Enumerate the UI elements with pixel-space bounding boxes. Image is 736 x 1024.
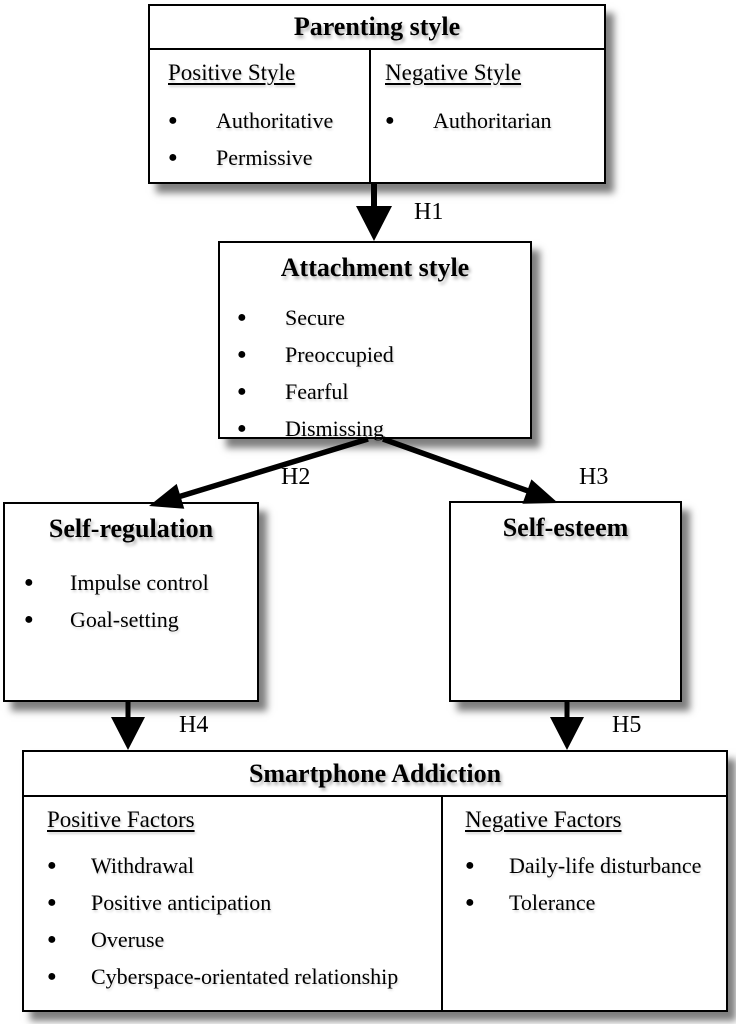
smartphone-columns: Positive Factors ● Withdrawal ● Positive…: [24, 797, 726, 1010]
arrow-h3: [382, 436, 558, 504]
list-item: ● Goal-setting: [24, 601, 257, 638]
bullet-icon: ●: [47, 894, 57, 911]
list-item: ● Permissive: [168, 139, 363, 176]
bullet-icon: ●: [465, 857, 475, 874]
arrow-h2: [149, 436, 369, 509]
bullet-icon: ●: [24, 574, 34, 591]
bullet-icon: ●: [47, 968, 57, 985]
positive-factors-list: ● Withdrawal ● Positive anticipation ● O…: [47, 847, 435, 995]
list-item: ● Authoritative: [168, 102, 363, 139]
bullet-icon: ●: [237, 309, 247, 326]
bullet-icon: ●: [47, 857, 57, 874]
parenting-style-box: Parenting style Positive Style ● Authori…: [148, 4, 606, 184]
negative-style-heading: Negative Style: [385, 60, 522, 85]
bullet-icon: ●: [237, 346, 247, 363]
list-item-label: Dismissing: [285, 416, 385, 441]
negative-factors-heading: Negative Factors: [465, 807, 622, 832]
list-item: ● Daily-life disturbance: [465, 847, 720, 884]
list-item-label: Daily-life disturbance: [509, 853, 702, 878]
list-item-label: Goal-setting: [70, 607, 179, 632]
smartphone-addiction-box: Smartphone Addiction Positive Factors ● …: [22, 750, 728, 1012]
bullet-icon: ●: [168, 149, 178, 166]
list-item-label: Authoritarian: [433, 108, 552, 133]
self-esteem-box: Self-esteem: [449, 501, 682, 702]
bullet-icon: ●: [385, 112, 395, 129]
positive-style-list: ● Authoritative ● Permissive: [168, 102, 363, 176]
list-item: ● Preoccupied: [237, 336, 530, 373]
self-esteem-title: Self-esteem: [502, 513, 629, 542]
self-regulation-title: Self-regulation: [48, 514, 214, 543]
list-item-label: Permissive: [216, 145, 313, 170]
parenting-positive-column: Positive Style ● Authoritative ● Permiss…: [150, 50, 371, 182]
parenting-style-columns: Positive Style ● Authoritative ● Permiss…: [150, 50, 604, 182]
list-item-label: Withdrawal: [91, 853, 194, 878]
list-item: ● Overuse: [47, 921, 435, 958]
bullet-icon: ●: [237, 420, 247, 437]
attachment-style-list: ● Secure ● Preoccupied ● Fearful ● Dismi…: [220, 299, 530, 447]
arrow-label-h2: H2: [281, 464, 311, 490]
self-regulation-list: ● Impulse control ● Goal-setting: [5, 564, 257, 638]
parenting-negative-column: Negative Style ● Authoritarian: [371, 50, 604, 182]
list-item-label: Tolerance: [509, 890, 596, 915]
arrow-label-h3: H3: [579, 464, 609, 490]
positive-style-heading: Positive Style: [168, 60, 296, 85]
smartphone-positive-column: Positive Factors ● Withdrawal ● Positive…: [24, 797, 443, 1010]
smartphone-addiction-title: Smartphone Addiction: [24, 752, 726, 797]
list-item-label: Impulse control: [70, 570, 209, 595]
self-regulation-box: Self-regulation ● Impulse control ● Goal…: [3, 502, 259, 702]
arrow-label-h1: H1: [414, 199, 444, 225]
bullet-icon: ●: [465, 894, 475, 911]
bullet-icon: ●: [237, 383, 247, 400]
bullet-icon: ●: [24, 611, 34, 628]
list-item-label: Positive anticipation: [91, 890, 272, 915]
list-item-label: Preoccupied: [285, 342, 394, 367]
list-item: ● Secure: [237, 299, 530, 336]
positive-factors-heading: Positive Factors: [47, 807, 195, 832]
attachment-style-box: Attachment style ● Secure ● Preoccupied …: [218, 241, 532, 441]
list-item: ● Cyberspace-orientated relationship: [47, 958, 435, 995]
bullet-icon: ●: [168, 112, 178, 129]
list-item-label: Secure: [285, 305, 345, 330]
list-item-label: Fearful: [285, 379, 349, 404]
list-item: ● Withdrawal: [47, 847, 435, 884]
list-item-label: Cyberspace-orientated relationship: [91, 964, 399, 989]
list-item: ● Authoritarian: [385, 102, 598, 139]
arrow-h4: [111, 702, 145, 750]
list-item: ● Fearful: [237, 373, 530, 410]
list-item-label: Overuse: [91, 927, 165, 952]
arrow-label-h5: H5: [612, 712, 642, 738]
parenting-style-title: Parenting style: [150, 6, 604, 50]
negative-style-list: ● Authoritarian: [385, 102, 598, 139]
bullet-icon: ●: [47, 931, 57, 948]
list-item: ● Positive anticipation: [47, 884, 435, 921]
list-item-label: Authoritative: [216, 108, 334, 133]
list-item: ● Impulse control: [24, 564, 257, 601]
arrow-label-h4: H4: [179, 712, 209, 738]
arrow-h1: [356, 184, 392, 241]
smartphone-negative-column: Negative Factors ● Daily-life disturbanc…: [443, 797, 726, 1010]
list-item: ● Tolerance: [465, 884, 720, 921]
negative-factors-list: ● Daily-life disturbance ● Tolerance: [465, 847, 720, 921]
list-item: ● Dismissing: [237, 410, 530, 447]
attachment-style-title: Attachment style: [280, 253, 470, 282]
arrow-h5: [550, 702, 584, 750]
